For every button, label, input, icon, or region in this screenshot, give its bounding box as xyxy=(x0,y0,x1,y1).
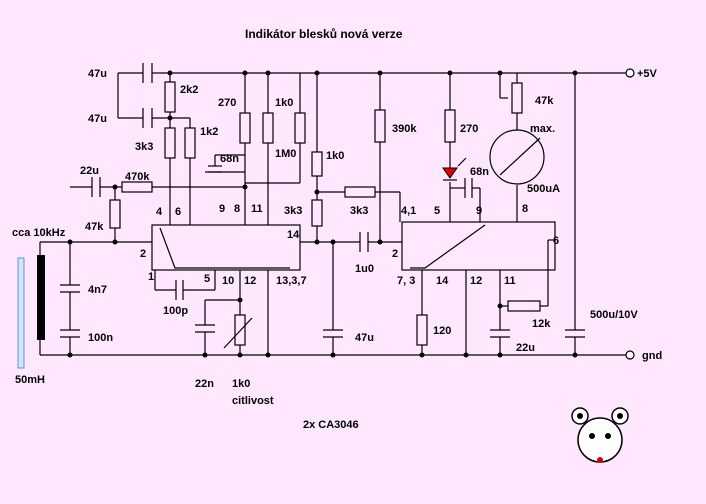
ic2-pin-2: 2 xyxy=(392,248,398,260)
ic2-pin-8: 8 xyxy=(522,203,528,215)
resistors xyxy=(109,81,541,346)
label-p1k0: 1k0 xyxy=(232,378,250,390)
label-c47u-a: 47u xyxy=(88,68,107,80)
resistor-1k0-a xyxy=(262,112,274,144)
label-p47k: 47k xyxy=(535,95,554,107)
ic2-pin-11: 11 xyxy=(504,275,516,287)
resistor-1k0-b xyxy=(311,151,323,177)
resistor-1k2 xyxy=(184,127,196,159)
resistor-3k3-b xyxy=(311,199,323,227)
ic1-pin-10: 10 xyxy=(222,275,234,287)
resistor-470k xyxy=(121,181,153,193)
label-c100p: 100p xyxy=(163,305,188,317)
label-cca: cca 10kHz xyxy=(12,227,66,239)
vplus-label: +5V xyxy=(637,68,658,80)
label-c22u-b: 22u xyxy=(516,342,535,354)
footer-ic-note: 2x CA3046 xyxy=(303,419,359,431)
gnd-label: gnd xyxy=(642,350,662,362)
ic2-pin-7-3: 7, 3 xyxy=(397,275,415,287)
pot-47k xyxy=(511,82,523,114)
ic2-pin-4-1: 4,1 xyxy=(401,205,416,217)
label-c68n-b: 68n xyxy=(470,166,489,178)
label-r1k2: 1k2 xyxy=(200,126,218,138)
ic1-pin-12: 12 xyxy=(244,275,256,287)
meter xyxy=(489,129,545,185)
label-r3k3-b: 3k3 xyxy=(284,205,302,217)
ic2-pin-14: 14 xyxy=(436,275,449,287)
pot-1k0 xyxy=(234,314,246,346)
resistor-12k xyxy=(507,300,541,312)
ic2-pin-12: 12 xyxy=(470,275,482,287)
label-r2k2: 2k2 xyxy=(180,84,198,96)
ic2-pin-5: 5 xyxy=(434,205,440,217)
label-citlivost: citlivost xyxy=(232,395,274,407)
ic1-pin-9: 9 xyxy=(219,203,225,215)
label-c22u-a: 22u xyxy=(80,165,99,177)
resistor-270-b xyxy=(444,109,456,143)
label-c47u-c: 47u xyxy=(355,332,374,344)
label-c4n7: 4n7 xyxy=(88,284,107,296)
wiring xyxy=(39,63,630,356)
label-c100n: 100n xyxy=(88,332,113,344)
label-r1k0-a: 1k0 xyxy=(275,97,293,109)
label-r1M0: 1M0 xyxy=(275,148,296,160)
ic2-pin-9: 9 xyxy=(476,205,482,217)
label-r390k: 390k xyxy=(392,123,417,135)
ic1-pin-6: 6 xyxy=(175,206,181,218)
label-c47u-b: 47u xyxy=(88,113,107,125)
ic1-pin-4: 4 xyxy=(156,206,163,218)
resistor-2k2 xyxy=(164,81,176,113)
label-r470k: 470k xyxy=(125,171,150,183)
led xyxy=(442,157,467,181)
ic1-pin-11: 11 xyxy=(251,203,263,215)
ic1-pin-13-3-7: 13,3,7 xyxy=(276,275,307,287)
label-r1k0-b: 1k0 xyxy=(326,150,344,162)
resistor-120 xyxy=(416,314,428,346)
label-r270-b: 270 xyxy=(460,123,478,135)
resistor-390k xyxy=(374,109,386,143)
label-c500u: 500u/10V xyxy=(590,309,638,321)
ic2-ca3046 xyxy=(401,221,556,271)
label-meter: 500uA xyxy=(527,183,560,195)
label-r3k3-c: 3k3 xyxy=(350,205,368,217)
resistor-47k xyxy=(109,199,121,229)
inductor-50mH xyxy=(17,255,45,369)
junctions xyxy=(67,70,578,358)
ic1-pin-1: 1 xyxy=(148,271,154,283)
resistor-3k3-a xyxy=(164,127,176,159)
mouse-mascot-icon xyxy=(571,407,629,463)
label-r270-a: 270 xyxy=(218,97,236,109)
label-r47k: 47k xyxy=(85,221,104,233)
ic2-pin-6: 6 xyxy=(553,235,559,247)
vplus-terminal xyxy=(625,68,635,78)
label-c68n-a: 68n xyxy=(220,153,239,165)
label-c1u0: 1u0 xyxy=(355,263,374,275)
gnd-terminal xyxy=(625,350,635,360)
ic1-pin-5: 5 xyxy=(204,273,210,285)
label-c22n: 22n xyxy=(195,378,214,390)
label-max: max. xyxy=(530,123,555,135)
label-r12k: 12k xyxy=(532,318,551,330)
label-r120: 120 xyxy=(433,325,451,337)
ic1-pin-8: 8 xyxy=(234,203,240,215)
resistor-270-a xyxy=(239,112,251,144)
ic1-pin-2: 2 xyxy=(140,248,146,260)
ic1-ca3046 xyxy=(151,224,301,271)
resistor-1M0 xyxy=(294,112,306,144)
diagram-title: Indikátor blesků nová verze xyxy=(245,27,403,41)
ic1-pin-14: 14 xyxy=(287,229,300,241)
label-r3k3-a: 3k3 xyxy=(135,141,153,153)
label-l50mH: 50mH xyxy=(15,374,45,386)
resistor-3k3-c xyxy=(344,186,376,198)
